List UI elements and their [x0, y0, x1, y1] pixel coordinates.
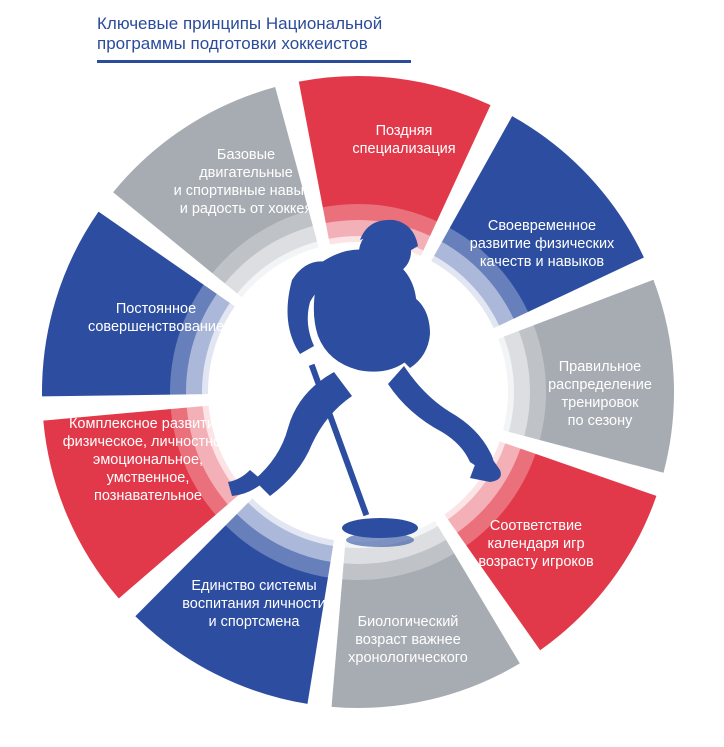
wheel-segment	[498, 279, 674, 473]
wheel-segment	[42, 211, 235, 397]
hockey-player-icon	[228, 219, 501, 547]
wheel-segment	[43, 405, 245, 599]
segment-label: Базовые двигательные и спортивные навыки…	[173, 147, 319, 217]
title-underline	[97, 60, 411, 63]
segment-label: Своевременное развитие физических качест…	[469, 218, 615, 270]
wheel-segment	[135, 498, 335, 704]
wheel-segment	[444, 441, 657, 651]
wheel-segment	[431, 116, 644, 329]
segment-label: Единство системы воспитания личности и с…	[182, 578, 326, 630]
segment-label: Постоянное совершенствование	[87, 301, 225, 335]
page-title: Ключевые принципы Национальной программы…	[97, 14, 383, 53]
segment-label: Поздняя специализация	[352, 123, 456, 157]
segment-label: Комплексное развитие: физическое, личнос…	[62, 416, 234, 504]
wheel-segment	[331, 520, 520, 708]
wheel-segment	[113, 87, 319, 298]
wheel-segment	[298, 76, 491, 256]
segment-label: Соответствие календаря игр возрасту игро…	[478, 518, 594, 570]
segment-label: Правильное распределение тренировок по с…	[548, 359, 652, 429]
segment-label: Биологический возраст важнее хронологиче…	[348, 614, 468, 666]
